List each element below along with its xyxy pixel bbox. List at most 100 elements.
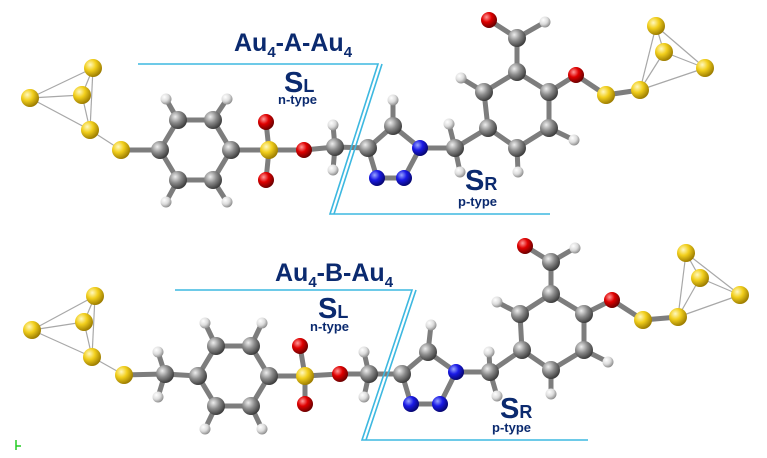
gold-atom [647,17,665,35]
gold-atom [597,86,615,104]
carbon-atom [540,119,558,137]
carbon-atom [575,305,593,323]
molecule-a-left-segment-label: SL [284,67,314,99]
carbon-atom [242,337,260,355]
hydrogen-atom [221,196,233,208]
hydrogen-atom [256,317,268,329]
gold-cluster-bond [91,295,96,358]
carbon-atom [189,367,207,385]
oxygen-atom [568,67,584,83]
gold-atom [21,89,39,107]
oxygen-atom [258,114,274,130]
nitrogen-atom [369,170,385,186]
oxygen-atom [604,292,620,308]
molecule-b-title: Au4-B-Au4 [275,259,394,291]
hydrogen-atom [539,16,551,28]
carbon-atom [511,305,529,323]
gold-atom [75,313,93,331]
nitrogen-atom [403,396,419,412]
molecule-b-right-segment-label: SR [500,393,532,425]
hydrogen-atom [443,118,455,130]
gold-atom [655,43,673,61]
carbon-atom [479,119,497,137]
gold-atom [631,81,649,99]
oxygen-atom [296,142,312,158]
carbon-atom [481,363,499,381]
gold-cluster-bond [29,67,94,99]
carbon-atom [475,83,493,101]
carbon-atom [359,139,377,157]
nitrogen-atom [396,170,412,186]
carbon-atom [222,141,240,159]
gold-atom [296,367,314,385]
carbon-atom [169,171,187,189]
hydrogen-atom [358,346,370,358]
gold-cluster-bond [31,329,93,358]
hydrogen-atom [491,390,503,402]
hydrogen-atom [221,93,233,105]
gold-atom [260,141,278,159]
carbon-atom [360,365,378,383]
oxygen-atom [258,172,274,188]
molecule-b-panel: Au4-B-Au4 SL n-type SR p-type [23,238,749,441]
hydrogen-atom [545,388,557,400]
carbon-atom [207,397,225,415]
carbon-atom [242,397,260,415]
carbon-atom [419,343,437,361]
carbon-atom [446,139,464,157]
hydrogen-atom [602,356,614,368]
gold-cluster-bond [29,97,91,131]
carbon-atom [151,141,169,159]
molecule-b-atoms [23,238,749,435]
hydrogen-atom [256,423,268,435]
hydrogen-atom [327,164,339,176]
hydrogen-atom [454,166,466,178]
oxygen-atom [332,366,348,382]
molecule-a-divider-lines [138,63,550,215]
carbon-atom [326,138,344,156]
carbon-atom [575,341,593,359]
carbon-atom [204,111,222,129]
hydrogen-atom [455,72,467,84]
carbon-atom [393,365,411,383]
molecule-a-right-segment-label: SR [465,165,497,197]
carbon-atom [207,337,225,355]
hydrogen-atom [569,242,581,254]
carbon-atom [384,117,402,135]
gold-cluster-bond [639,67,706,91]
gold-atom [115,366,133,384]
nitrogen-atom [412,140,428,156]
molecule-b-left-segment-type: n-type [310,319,349,334]
hydrogen-atom [160,196,172,208]
molecule-b-divider-lines [175,289,588,441]
gold-atom [669,308,687,326]
carbon-atom [260,367,278,385]
hydrogen-atom [152,391,164,403]
molecule-a-title: Au4-A-Au4 [234,29,353,61]
gold-atom [86,287,104,305]
gold-cluster-bond [655,25,706,69]
molecule-a-right-segment-type: p-type [458,194,497,209]
carbon-atom [542,285,560,303]
hydrogen-atom [425,319,437,331]
gold-cluster-bond [677,252,687,318]
gold-atom [696,59,714,77]
carbon-atom [156,365,174,383]
molecule-a-atoms [21,12,714,208]
carbon-atom [542,253,560,271]
carbon-atom [540,83,558,101]
oxygen-atom [297,396,313,412]
hydrogen-atom [199,317,211,329]
gold-atom [634,311,652,329]
hydrogen-atom [483,346,495,358]
hydrogen-atom [568,134,580,146]
hydrogen-atom [387,94,399,106]
gold-atom [731,286,749,304]
gold-atom [23,321,41,339]
molecule-b-left-segment-label: SL [318,293,348,325]
nitrogen-atom [448,364,464,380]
carbon-atom [204,171,222,189]
hydrogen-atom [199,423,211,435]
gold-cluster-bond [677,294,741,318]
